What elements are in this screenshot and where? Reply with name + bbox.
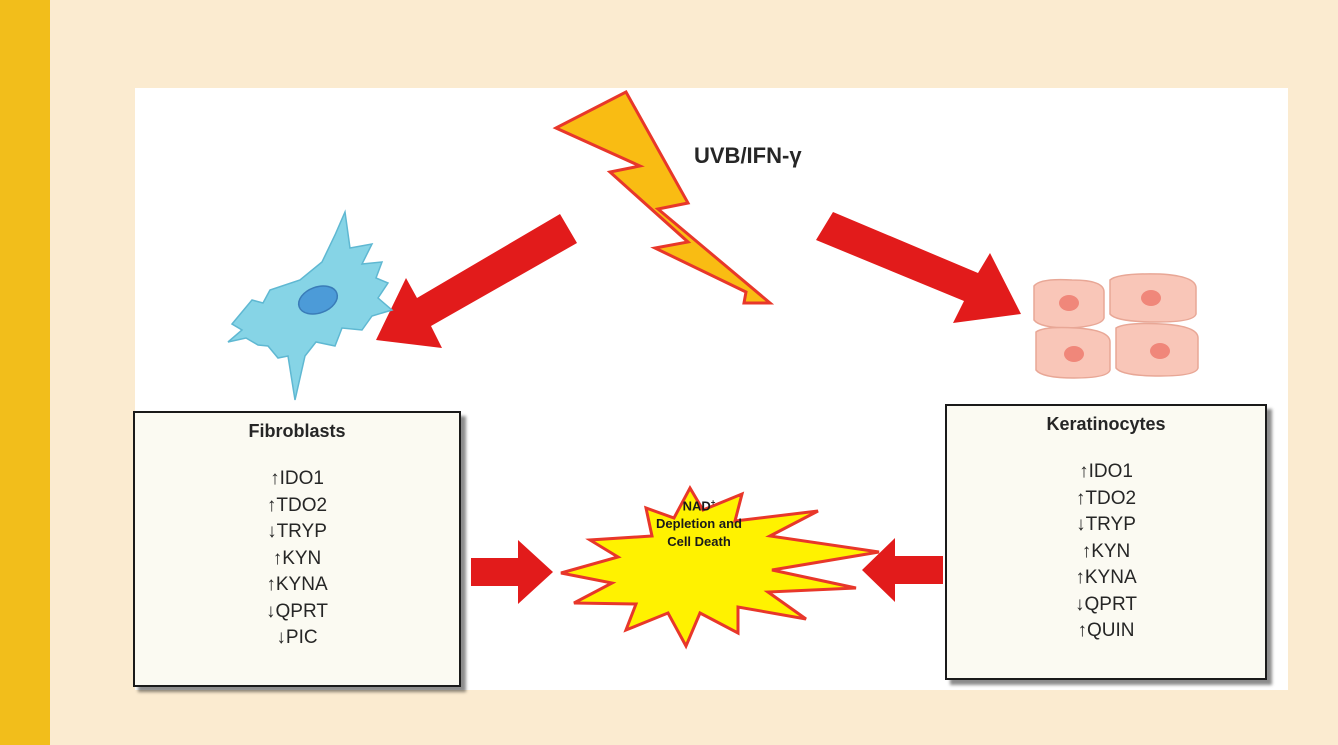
lightning-bolt-icon [552, 90, 775, 305]
fibroblasts-marker-list: ↑IDO1 ↑TDO2 ↓TRYP ↑KYN ↑KYNA ↓QPRT ↓PIC [135, 466, 459, 652]
outcome-line-2: Depletion and [656, 516, 742, 532]
list-item: ↑IDO1 [270, 468, 324, 489]
list-item: ↑KYNA [266, 574, 328, 595]
starburst-icon [560, 484, 880, 650]
fibroblast-cell-icon [227, 209, 394, 401]
outcome-superscript: + [710, 498, 716, 507]
side-accent-bar [0, 0, 50, 745]
arrow-from-fibroblasts [471, 540, 553, 604]
stimulus-label: UVB/IFN-γ [694, 143, 802, 168]
list-item: ↑IDO1 [1079, 461, 1133, 482]
arrow-to-keratinocytes [816, 212, 1021, 323]
list-item: ↑QUIN [1077, 620, 1135, 641]
list-item: ↓QPRT [266, 600, 328, 622]
list-item: ↑KYN [272, 547, 322, 569]
outcome-line-3: Cell Death [667, 534, 731, 550]
fibroblasts-box: Fibroblasts ↑IDO1 ↑TDO2 ↓TRYP ↑KYN ↑KYNA… [133, 411, 461, 687]
list-item: ↑TDO2 [266, 494, 328, 516]
keratinocytes-title: Keratinocytes [1046, 414, 1166, 434]
list-item: ↑KYNA [1075, 567, 1137, 588]
list-item: ↑KYN [1081, 540, 1131, 562]
list-item: ↓PIC [276, 627, 318, 648]
keratinocyte-cells-icon [1033, 273, 1199, 379]
list-item: ↑TDO2 [1075, 487, 1137, 509]
outcome-line-1: NAD+ [682, 498, 716, 514]
arrow-to-fibroblasts [376, 214, 577, 348]
outcome-label: NAD+ Depletion and Cell Death [618, 494, 780, 551]
keratinocytes-marker-list: ↑IDO1 ↑TDO2 ↓TRYP ↑KYN ↑KYNA ↓QPRT ↑QUIN [947, 459, 1265, 645]
list-item: ↓QPRT [1075, 593, 1137, 615]
fibroblasts-title: Fibroblasts [248, 421, 346, 441]
arrow-from-keratinocytes [862, 538, 943, 602]
keratinocytes-box: Keratinocytes ↑IDO1 ↑TDO2 ↓TRYP ↑KYN ↑KY… [945, 404, 1267, 680]
list-item: ↓TRYP [1076, 514, 1136, 535]
list-item: ↓TRYP [267, 521, 327, 542]
